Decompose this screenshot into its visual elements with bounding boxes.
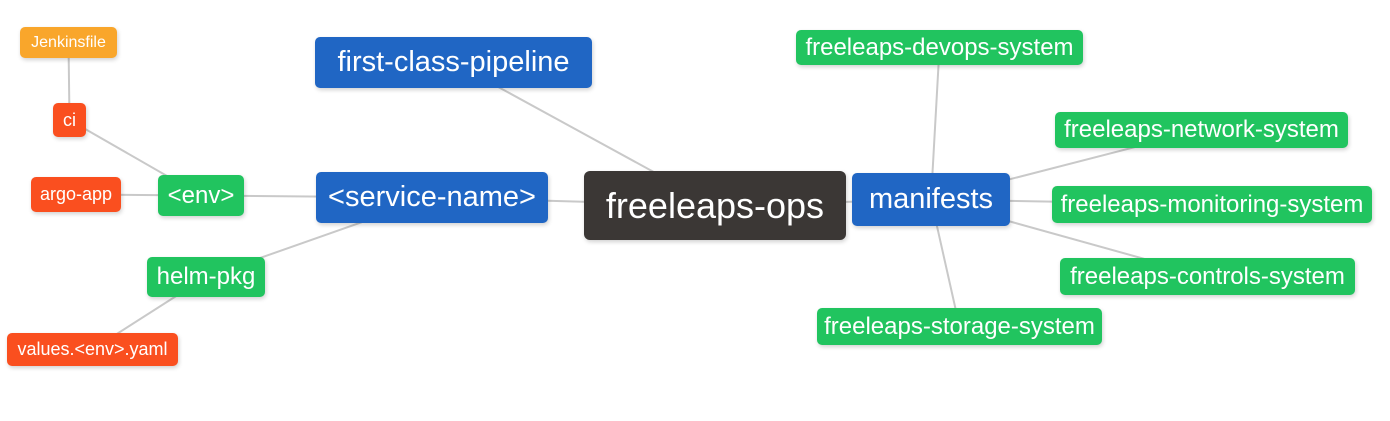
node-freeleaps-devops-system[interactable]: freeleaps-devops-system (796, 30, 1083, 65)
node-freeleaps-storage-system[interactable]: freeleaps-storage-system (817, 308, 1102, 345)
node-service-name[interactable]: <service-name> (316, 172, 548, 223)
node-jenkinsfile[interactable]: Jenkinsfile (20, 27, 117, 58)
node-argo-app[interactable]: argo-app (31, 177, 121, 212)
node-first-class-pipeline[interactable]: first-class-pipeline (315, 37, 592, 88)
node-freeleaps-network-system[interactable]: freeleaps-network-system (1055, 112, 1348, 148)
node-values-env-yaml[interactable]: values.<env>.yaml (7, 333, 178, 366)
node-manifests[interactable]: manifests (852, 173, 1010, 226)
node-ci[interactable]: ci (53, 103, 86, 137)
node-freeleaps-monitoring-system[interactable]: freeleaps-monitoring-system (1052, 186, 1372, 223)
node-helm-pkg[interactable]: helm-pkg (147, 257, 265, 297)
node-freeleaps-controls-system[interactable]: freeleaps-controls-system (1060, 258, 1355, 295)
node-env[interactable]: <env> (158, 175, 244, 216)
node-freeleaps-ops-root[interactable]: freeleaps-ops (584, 171, 846, 240)
